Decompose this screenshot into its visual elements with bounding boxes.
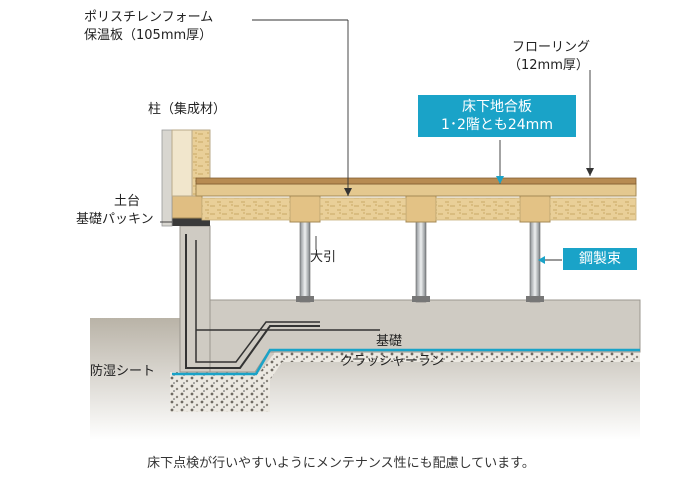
diagram-caption: 床下点検が行いやすいようにメンテナンス性にも配慮しています。 [147, 456, 535, 471]
moisture-sheet [172, 348, 640, 376]
subfloor-plywood [195, 183, 637, 197]
label-pillar: 柱（集成材） [148, 102, 227, 117]
callout-subfloor-name: 床下地合板 [462, 99, 532, 115]
label-moisture-sheet: 防湿シート [90, 364, 156, 379]
label-packing: 基礎パッキン [76, 212, 154, 227]
label-flooring-name: フローリング [512, 40, 591, 55]
gravel-under-footing [170, 380, 270, 412]
insulation-boards [201, 197, 637, 221]
label-insulation-spec: 保温板（105mm厚） [84, 28, 213, 43]
label-insulation-name: ポリスチレンフォーム [84, 10, 214, 25]
sill-beam [171, 195, 203, 219]
steel-posts [296, 221, 544, 303]
wall-board [161, 129, 173, 227]
callout-steel-post: 鋼製束 [563, 248, 637, 270]
label-sill: 土台 [114, 194, 141, 209]
label-foundation: 基礎 [376, 334, 403, 349]
pillar [171, 129, 193, 197]
label-flooring-spec: （12mm厚） [508, 58, 589, 73]
crusher-run-layer [170, 352, 640, 380]
callout-subfloor: 床下地合板 1･2階とも24mm [418, 95, 576, 137]
rebar [185, 234, 320, 369]
callout-subfloor-spec: 1･2階とも24mm [441, 117, 553, 133]
base-packing [172, 218, 210, 226]
flooring [195, 177, 637, 185]
label-beam: 大引 [310, 250, 337, 265]
label-crusher-run: クラッシャーラン [340, 354, 445, 369]
foundation-stem-wall [179, 225, 211, 373]
